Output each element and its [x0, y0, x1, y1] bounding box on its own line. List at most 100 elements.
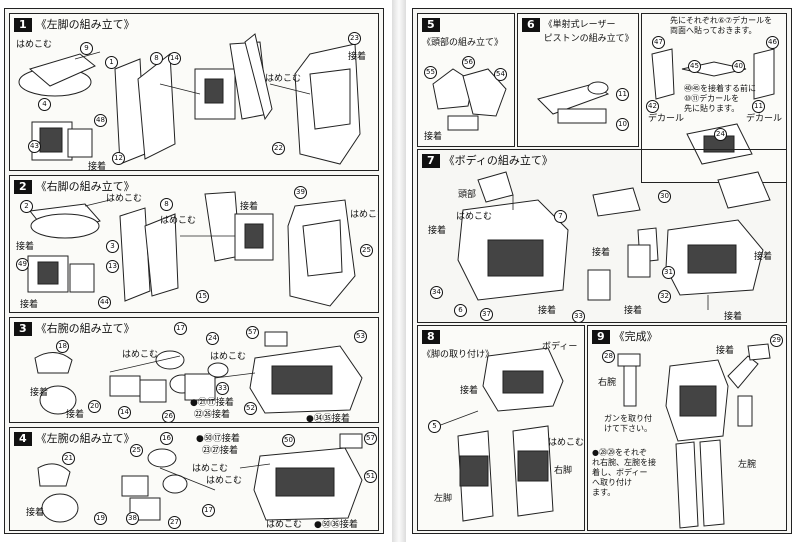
left-page: 1 《左脚の組み立て》 はめこむ はめこむ 接着 接着 9 1 8 14 23 …: [4, 8, 384, 534]
part-number: 54: [494, 68, 507, 81]
step-number: 5: [422, 18, 440, 32]
step-7-panel: 7 《ボディの組み立て》 頭部 はめこむ 接着 接着 接着 接着 接着 接着 7…: [417, 149, 787, 323]
step-9-header: 9 《完成》: [592, 330, 658, 344]
part-number: 13: [106, 260, 119, 273]
label-glue: 接着: [716, 346, 735, 356]
step-title: 《脚の取り付け》: [422, 350, 495, 360]
step-title: 《左腕の組み立て》: [35, 432, 135, 445]
label-fit: はめこむ: [265, 74, 302, 84]
label-fit: はめこむ: [206, 476, 243, 486]
decal-note: ㊵㊺を接着する前に ⑩⑪デカールを 先に貼ります。: [684, 84, 756, 113]
label-fit: はめこむ: [192, 464, 229, 474]
part-number: 33: [216, 382, 229, 395]
step-8-panel: 8 《脚の取り付け》 ボディー 接着 はめこむ 右脚 左脚 5: [417, 325, 585, 531]
step-5-panel: 5 《頭部の組み立て》 接着 55 56 54: [417, 13, 515, 147]
step-4-panel: 4 《左腕の組み立て》 はめこむ はめこむ 接着 はめこむ ●㊿⑰接着 ㉓㉗接着…: [9, 427, 379, 531]
glue-note: ●㉑⑰接着: [190, 398, 234, 408]
part-number: 50: [282, 434, 295, 447]
label-glue: 接着: [460, 386, 479, 396]
step-number: 4: [14, 432, 32, 446]
part-number: 27: [168, 516, 181, 529]
laser-piston-parts-illustration: [537, 81, 610, 124]
step-8-header: 8 《脚の取り付け》: [422, 330, 494, 362]
step-number: 9: [592, 330, 610, 344]
label-fit: はめこむ: [456, 212, 493, 222]
glue-note: ●㊿㊱接着: [314, 520, 358, 530]
part-number: 52: [244, 402, 257, 415]
part-number: 57: [364, 432, 377, 445]
part-number: 53: [354, 330, 367, 343]
step-number: 2: [14, 180, 32, 194]
label-fit: はめこむ: [122, 350, 159, 360]
step-title: 《右脚の組み立て》: [35, 180, 135, 193]
part-number: 18: [56, 340, 69, 353]
part-number: 55: [424, 66, 437, 79]
leg-attach-illustration: [437, 347, 564, 522]
part-number: 25: [360, 244, 373, 257]
label-right-leg: 右脚: [554, 466, 573, 476]
part-number: 31: [662, 266, 675, 279]
right-page: 5 《頭部の組み立て》 接着 55 56 54 6 《単射式レーザー ピストンの…: [412, 8, 792, 534]
left-arm-parts-illustration: [37, 433, 363, 523]
right-arm-parts-illustration: [34, 331, 363, 415]
part-number: 15: [196, 290, 209, 303]
label-decal: デカール: [746, 114, 783, 124]
head-parts-illustration: [432, 68, 507, 131]
part-number: 11: [616, 88, 629, 101]
left-leg-parts-illustration: [18, 33, 361, 165]
label-glue: 接着: [592, 248, 611, 258]
part-number: 8: [160, 198, 173, 211]
part-number: 47: [652, 36, 665, 49]
part-number: 6: [454, 304, 467, 317]
gun-note: ガンを取り付 けて下さい。: [604, 414, 652, 433]
part-number: 14: [118, 406, 131, 419]
part-number: 25: [130, 444, 143, 457]
step-title: 《右腕の組み立て》: [35, 322, 135, 335]
label-left-arm: 左腕: [738, 460, 757, 470]
label-glue: 接着: [66, 410, 85, 420]
label-glue: 接着: [428, 226, 447, 236]
part-number: 42: [646, 100, 659, 113]
step-number: 1: [14, 18, 32, 32]
step-number: 6: [522, 18, 540, 32]
decal-note-panel: 先にそれぞれ⑥⑦デカールを 両面へ貼っておきます。 ㊵㊺を接着する前に ⑩⑪デカ…: [641, 13, 787, 183]
label-glue: 接着: [538, 306, 557, 316]
label-fit: はめこむ: [548, 438, 585, 448]
part-number: 5: [428, 420, 441, 433]
glue-note: ●㉞㉟接着: [306, 414, 350, 423]
label-glue: 接着: [16, 242, 35, 252]
part-number: 10: [616, 118, 629, 131]
part-number: 22: [272, 142, 285, 155]
part-number: 37: [480, 308, 493, 321]
step-7-header: 7 《ボディの組み立て》: [422, 154, 553, 168]
part-number: 12: [112, 152, 125, 165]
part-number: 30: [658, 190, 671, 203]
step-title: 《左脚の組み立て》: [35, 18, 135, 31]
part-number: 2: [20, 200, 33, 213]
glue-note: ㉓㉗接着: [202, 446, 239, 456]
step-title: 《完成》: [613, 330, 658, 343]
step-6-panel: 6 《単射式レーザー ピストンの組み立て》 11 10: [517, 13, 639, 147]
step-2-header: 2 《右脚の組み立て》: [14, 180, 135, 194]
part-number: 21: [62, 452, 75, 465]
label-glue: 接着: [20, 300, 39, 310]
part-number: 39: [294, 186, 307, 199]
part-number: 32: [658, 290, 671, 303]
step-title: 《ボディの組み立て》: [443, 154, 553, 167]
label-glue: 接着: [240, 202, 259, 212]
part-number: 34: [430, 286, 443, 299]
right-leg-parts-illustration: [27, 191, 356, 307]
label-fit: はめこむ: [106, 194, 143, 204]
step-6-header: 6 《単射式レーザー ピストンの組み立て》: [522, 18, 634, 46]
step-number: 7: [422, 154, 440, 168]
part-number: 48: [94, 114, 107, 127]
label-glue: 接着: [88, 162, 107, 171]
part-number: 56: [462, 56, 475, 69]
part-number: 51: [364, 470, 377, 483]
glue-note: ●㊿⑰接着: [196, 434, 240, 444]
body-parts-illustration: [457, 171, 771, 310]
part-number: 9: [80, 42, 93, 55]
step-4-header: 4 《左腕の組み立て》: [14, 432, 135, 446]
part-number: 1: [105, 56, 118, 69]
part-number: 24: [206, 332, 219, 345]
